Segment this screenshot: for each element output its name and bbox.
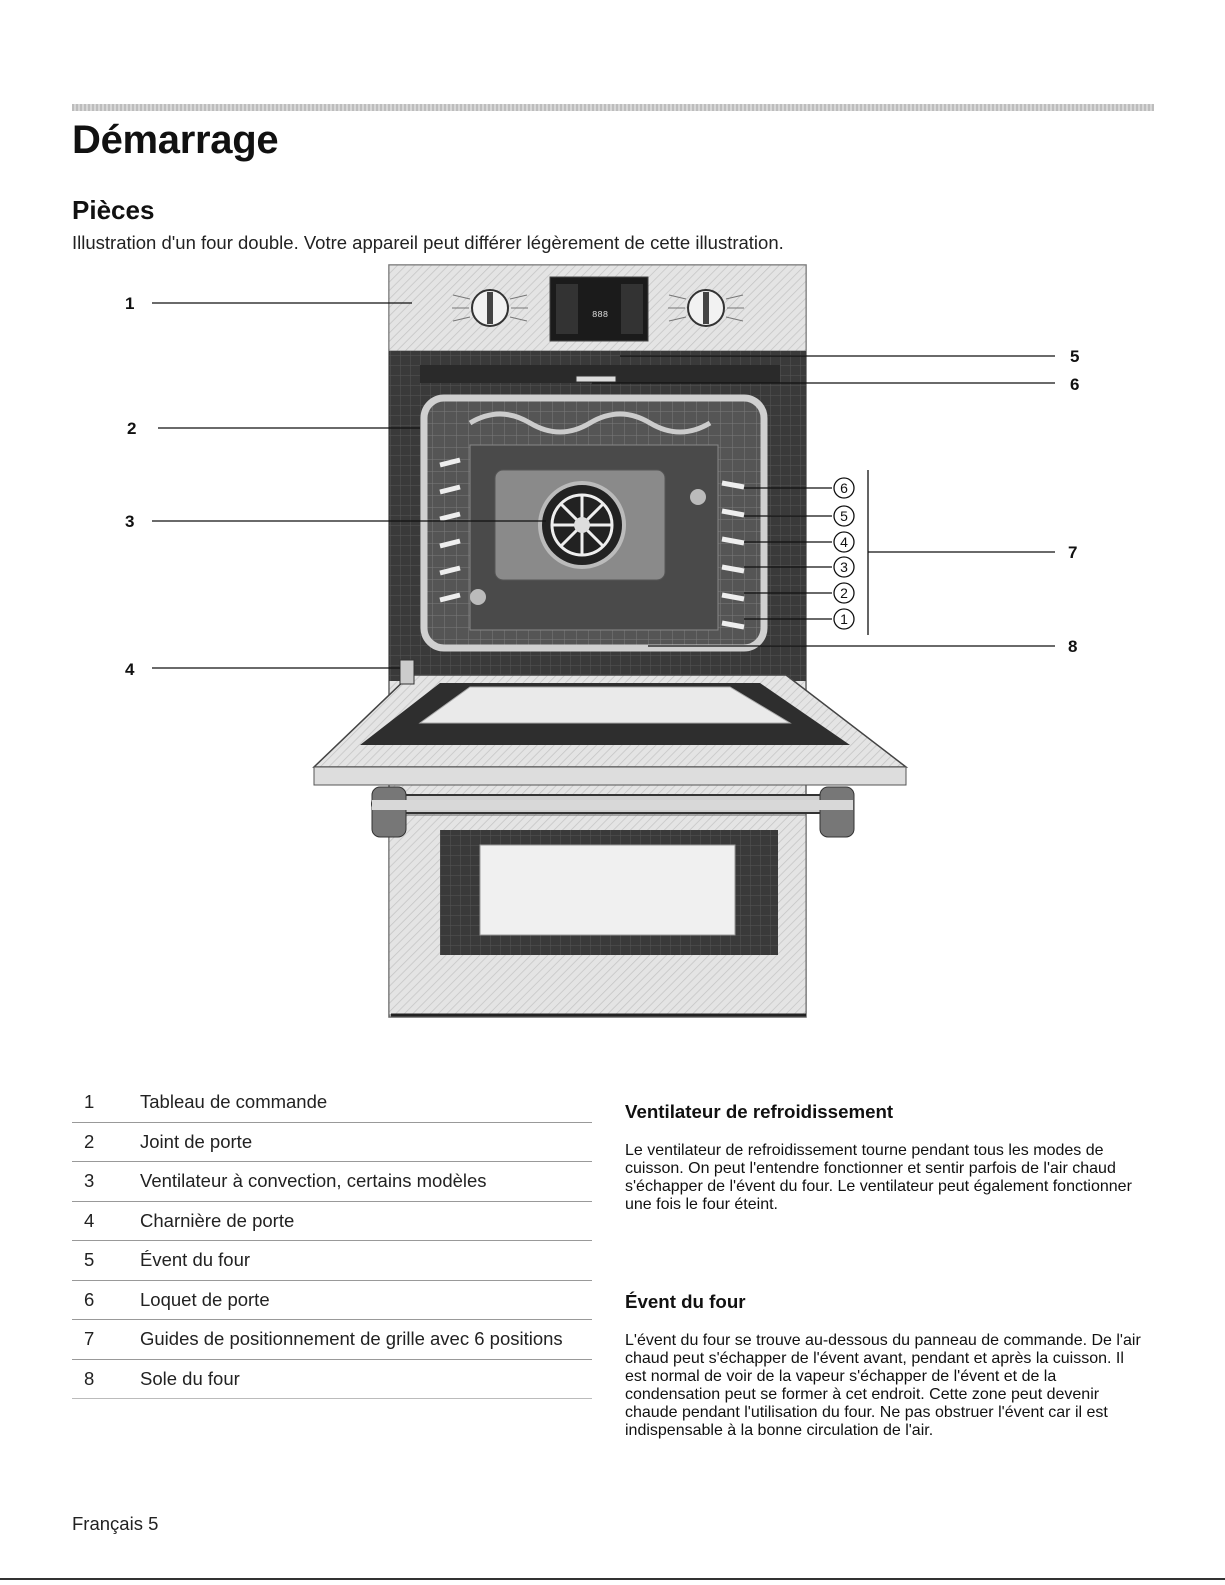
door-hinge xyxy=(399,659,415,685)
rack-position-4: 4 xyxy=(840,534,848,550)
rack-position-6: 6 xyxy=(840,480,848,496)
left-rack-guides xyxy=(439,457,461,603)
legend-number: 3 xyxy=(72,1161,140,1202)
legend-label: Tableau de commande xyxy=(140,1083,592,1123)
left-knob xyxy=(452,289,528,327)
oven-vent xyxy=(420,365,780,383)
page-footer: Français 5 xyxy=(72,1513,159,1534)
callout-3: 3 xyxy=(125,512,134,531)
legend-label: Sole du four xyxy=(140,1359,592,1399)
legend-label: Charnière de porte xyxy=(140,1201,592,1241)
legend-number: 7 xyxy=(72,1319,140,1360)
callout-4: 4 xyxy=(125,660,135,679)
legend-number: 1 xyxy=(72,1083,140,1123)
legend-number: 5 xyxy=(72,1240,140,1281)
right-knob xyxy=(668,289,744,327)
rack-position-markers xyxy=(833,477,855,630)
callout-6: 6 xyxy=(1070,375,1079,394)
legend-label: Évent du four xyxy=(140,1240,592,1281)
callout-2: 2 xyxy=(127,419,136,438)
oven-illustration: 888 xyxy=(0,255,1225,1045)
callout-8: 8 xyxy=(1068,637,1077,656)
intro-text: Illustration d'un four double. Votre app… xyxy=(72,232,784,253)
legend-number: 2 xyxy=(72,1122,140,1162)
legend-number: 6 xyxy=(72,1280,140,1320)
fan-section-title: Ventilateur de refroidissement xyxy=(625,1100,894,1122)
rack-position-1: 1 xyxy=(840,611,848,627)
callout-1: 1 xyxy=(125,294,134,313)
footer-rule xyxy=(0,1578,1225,1580)
rack-position-5: 5 xyxy=(840,508,848,524)
section-title: Pièces xyxy=(72,195,155,225)
callout-7: 7 xyxy=(1068,543,1077,562)
callout-5: 5 xyxy=(1070,347,1079,366)
legend-label: Guides de positionnement de grille avec … xyxy=(140,1319,592,1360)
door-latch xyxy=(575,375,617,383)
legend-label: Loquet de porte xyxy=(140,1280,592,1320)
fan-section-text: Le ventilateur de refroidissement tourne… xyxy=(625,1142,1132,1213)
header-rule xyxy=(72,104,1154,111)
legend-number: 4 xyxy=(72,1201,140,1241)
vent-section-text: L'évent du four se trouve au-dessous du … xyxy=(625,1332,1141,1439)
legend-label: Ventilateur à convection, certains modèl… xyxy=(140,1161,592,1202)
vent-section-title: Évent du four xyxy=(625,1290,746,1312)
legend-label: Joint de porte xyxy=(140,1122,592,1162)
display-readout: 888 xyxy=(592,310,608,320)
convection-fan xyxy=(538,481,626,569)
rack-position-3: 3 xyxy=(840,559,848,575)
legend-number: 8 xyxy=(72,1359,140,1399)
rack-position-2: 2 xyxy=(840,585,848,601)
page-title: Démarrage xyxy=(72,118,279,162)
right-rack-guides xyxy=(721,480,745,630)
